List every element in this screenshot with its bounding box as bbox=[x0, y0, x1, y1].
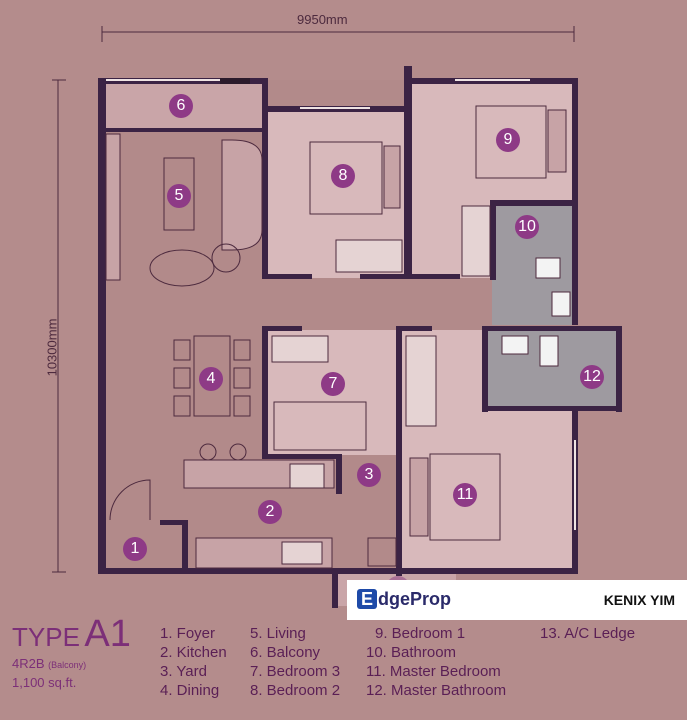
dining-table bbox=[193, 335, 231, 417]
sofa bbox=[221, 139, 263, 251]
legend-item: 9. Bedroom 1 bbox=[375, 625, 466, 642]
bar-stool bbox=[199, 443, 217, 461]
legend-item: 13. A/C Ledge bbox=[540, 625, 636, 642]
agent-name: KENIX YIM bbox=[603, 592, 675, 608]
room-number-balcony: 6 bbox=[169, 94, 193, 118]
legend-item: 4. Dining bbox=[160, 682, 220, 699]
headboard-master-bedroom bbox=[409, 457, 429, 537]
bed-bedroom-3 bbox=[273, 401, 367, 451]
bed-master-bedroom bbox=[429, 453, 501, 541]
legend-item: 6. Balcony bbox=[250, 644, 321, 661]
unit-type-title: TYPE A1 bbox=[12, 613, 131, 655]
room-number-master-bathroom: 12 bbox=[580, 365, 604, 389]
room-number-yard: 3 bbox=[357, 463, 381, 487]
bed-bedroom-1 bbox=[475, 105, 547, 179]
legend-item: 8. Bedroom 2 bbox=[250, 682, 341, 699]
wardrobe-bedroom-2 bbox=[335, 239, 403, 273]
main-door-swing bbox=[109, 479, 151, 521]
bar-stool bbox=[229, 443, 247, 461]
width-dimension-label: 9950mm bbox=[297, 12, 348, 27]
room-number-kitchen: 2 bbox=[258, 500, 282, 524]
balcony-ac-grill bbox=[220, 78, 250, 84]
room-number-bedroom-3: 7 bbox=[321, 372, 345, 396]
wardrobe-bedroom-3 bbox=[271, 335, 329, 363]
room-number-living: 5 bbox=[167, 184, 191, 208]
headboard-bedroom-2 bbox=[383, 145, 401, 209]
toilet-master-bathroom bbox=[539, 335, 559, 367]
legend-item: 10. Bathroom bbox=[366, 644, 457, 661]
wardrobe-master-bedroom bbox=[405, 335, 437, 427]
unit-area: 1,100 sq.ft. bbox=[12, 675, 77, 690]
yard-washer bbox=[367, 537, 397, 567]
room-number-bedroom-2: 8 bbox=[331, 164, 355, 188]
coffee-table bbox=[163, 157, 195, 231]
legend-item: 5. Living bbox=[250, 625, 306, 642]
legend-item: 12. Master Bathroom bbox=[366, 682, 507, 699]
room-number-foyer: 1 bbox=[123, 537, 147, 561]
legend-item: 7. Bedroom 3 bbox=[250, 663, 341, 680]
unit-configuration: 4R2B (Balcony) bbox=[12, 656, 87, 671]
room-number-bedroom-1: 9 bbox=[496, 128, 520, 152]
legend-item: 2. Kitchen bbox=[160, 644, 227, 661]
room-number-bathroom: 10 bbox=[515, 215, 539, 239]
toilet-bathroom bbox=[535, 257, 561, 279]
height-dimension-label: 10300mm bbox=[44, 318, 60, 377]
legend-item: 1. Foyer bbox=[160, 625, 216, 642]
headboard-bedroom-1 bbox=[547, 109, 567, 173]
basin-master-bathroom bbox=[501, 335, 529, 355]
room-number-master-bedroom: 11 bbox=[453, 483, 477, 507]
legend-item: 3. Yard bbox=[160, 663, 207, 680]
tv-console bbox=[105, 133, 121, 281]
room-number-dining: 4 bbox=[199, 367, 223, 391]
dining-chairs bbox=[173, 339, 251, 417]
bed-bedroom-2 bbox=[309, 141, 383, 215]
side-table bbox=[211, 243, 241, 273]
basin-bathroom bbox=[551, 291, 571, 317]
sink bbox=[281, 541, 323, 565]
armchair bbox=[149, 249, 215, 287]
hob bbox=[289, 463, 325, 489]
legend-item: 11. Master Bedroom bbox=[366, 663, 501, 680]
wardrobe-bedroom-1 bbox=[461, 205, 491, 277]
